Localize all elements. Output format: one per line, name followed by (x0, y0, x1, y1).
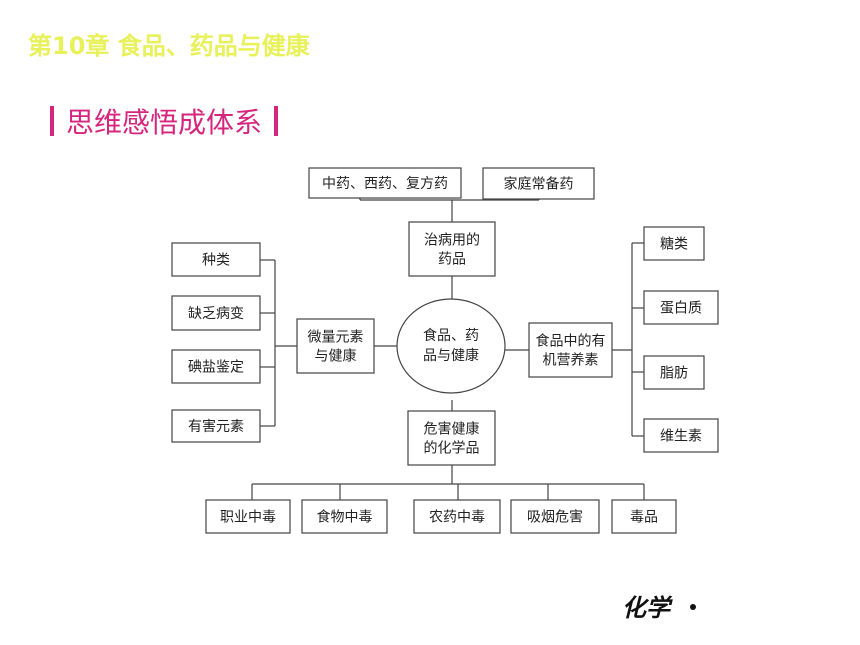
bottom-child-3-box (413, 499, 501, 534)
left-child-4-text: 有害元素 (188, 419, 244, 435)
right-child-1-text: 糖类 (660, 237, 688, 253)
heading-bar-left (50, 106, 54, 136)
right-child-2-text: 蛋白质 (660, 301, 702, 317)
top-child-2-text: 家庭常备药 (504, 176, 574, 193)
right-hub-text: 食品中的有 (536, 333, 606, 350)
heading-bar-right (274, 106, 279, 136)
left-child-2-text: 缺乏病变 (188, 306, 244, 322)
bottom-hub-text: 危害健康 (424, 421, 480, 438)
section-heading-text: 思维感悟成体系 (66, 106, 263, 139)
center-node-text: 食品、药 (423, 327, 479, 344)
left-child-1-text: 种类 (202, 253, 230, 269)
top-hub-text: 药品 (438, 252, 466, 268)
bottom-hub-text: 的化学品 (424, 441, 480, 457)
left-child-3-text: 碘盐鉴定 (188, 360, 244, 376)
bottom-child-1-text: 职业中毒 (220, 510, 276, 526)
top-child-1-text: 中药、西药、复方药 (322, 175, 448, 192)
chapter-title: 第10章 食品、药品与健康 (28, 32, 310, 60)
left-hub-text: 微量元素 (308, 330, 364, 346)
right-child-3-box (643, 355, 705, 390)
bottom-hub-box (407, 410, 496, 466)
bottom-child-2-text: 食物中毒 (317, 509, 373, 526)
right-child-3-text: 脂肪 (660, 366, 688, 382)
center-node-text: 品与健康 (423, 347, 479, 364)
bottom-child-3-text: 农药中毒 (429, 510, 485, 526)
bottom-child-1-box (205, 499, 291, 534)
left-child-3-box (171, 349, 261, 384)
left-hub-text: 与健康 (315, 348, 357, 365)
left-child-1-box (171, 242, 261, 277)
bottom-child-4-box (510, 499, 600, 534)
top-child-1-box (308, 167, 462, 199)
footer-bullet-dot (690, 604, 696, 610)
left-child-4-box (171, 409, 261, 443)
center-node-ellipse (396, 298, 506, 394)
right-hub-box (528, 322, 613, 378)
section-heading: 思维感悟成体系 (50, 104, 279, 139)
bottom-child-5-text: 毒品 (630, 510, 658, 526)
left-child-2-box (171, 295, 261, 331)
bottom-child-2-box (301, 499, 388, 534)
top-hub-box (408, 221, 496, 277)
right-child-1-box (643, 226, 705, 261)
footer-subject-label: 化学 (622, 593, 670, 622)
right-child-2-box (643, 290, 719, 325)
bottom-child-5-box (611, 499, 677, 534)
left-hub-box (296, 318, 375, 374)
right-child-4-box (643, 418, 719, 453)
right-hub-text: 机营养素 (543, 353, 599, 369)
bottom-child-4-text: 吸烟危害 (527, 510, 583, 526)
top-hub-text: 治病用的 (424, 233, 480, 249)
top-child-2-box (482, 167, 595, 200)
right-child-4-text: 维生素 (660, 429, 702, 445)
